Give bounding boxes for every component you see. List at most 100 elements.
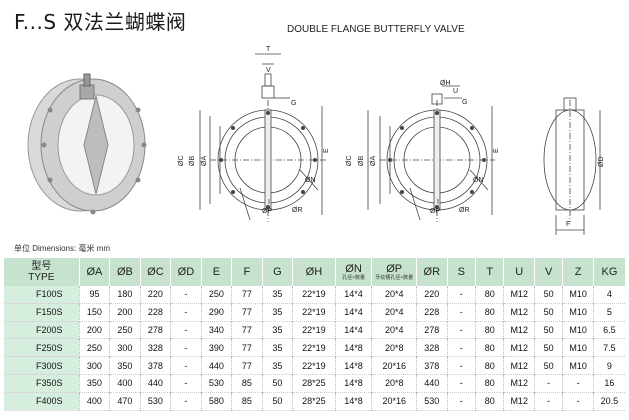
table-cell: 378 <box>416 356 448 375</box>
table-cell: 16 <box>604 378 615 389</box>
table-cell: 328 <box>140 338 172 357</box>
table-cell: 250 <box>79 338 111 357</box>
technical-drawings: T V G ØC ØB ØA E I ØP ØR ØN <box>0 40 629 240</box>
table-cell: M12 <box>503 321 535 339</box>
table-cell: 80 <box>475 338 505 357</box>
table-cell: 50 <box>534 321 564 339</box>
column-header-bottom: TYPE <box>28 272 55 283</box>
table-cell: - <box>447 321 477 339</box>
dim-label-b: ØB <box>189 156 196 166</box>
table-cell: 530 <box>140 392 172 411</box>
table-cell: M10 <box>562 338 594 357</box>
column-header: Z <box>562 258 594 286</box>
table-cell: 390 <box>201 338 233 357</box>
table-cell: 220 <box>140 286 172 304</box>
table-cell: 350 <box>79 374 111 393</box>
table-cell: 14*4 <box>335 321 373 339</box>
table-cell: - <box>534 392 564 411</box>
table-cell: 20*16 <box>371 392 418 411</box>
dim-label-u: U <box>453 88 458 95</box>
type-cell: F250S <box>4 338 80 357</box>
table-cell: 228 <box>140 303 172 322</box>
dim-label-g2: G <box>462 99 467 106</box>
drawings-svg: T V G ØC ØB ØA E I ØP ØR ØN <box>27 46 605 235</box>
table-cell: 35 <box>262 356 294 375</box>
table-cell: 470 <box>109 392 141 411</box>
column-header-label: ØD <box>177 265 195 278</box>
table-cell: 200 <box>109 303 141 322</box>
table-cell: 77 <box>231 286 263 304</box>
table-cell: 77 <box>231 303 263 322</box>
table-cell: 20*4 <box>371 321 418 339</box>
table-cell: 180 <box>109 286 141 304</box>
page-subtitle: DOUBLE FLANGE BUTTERFLY VALVE <box>287 24 465 35</box>
table-cell: - <box>534 374 564 393</box>
column-header-label: KG <box>601 265 618 278</box>
table-cell: 378 <box>140 356 172 375</box>
table-cell: 14*8 <box>335 374 373 393</box>
table-cell: 50 <box>262 374 294 393</box>
table-cell: 50 <box>534 356 564 375</box>
table-cell: 77 <box>231 356 263 375</box>
dim-label-e: E <box>323 148 330 153</box>
dim-label-e2: E <box>493 148 500 153</box>
column-header-label: E <box>212 265 221 278</box>
table-cell: 20*4 <box>371 303 418 322</box>
column-header: ØA <box>79 258 111 286</box>
column-header: E <box>201 258 233 286</box>
table-cell: - <box>170 303 202 322</box>
dim-label-n2: ØN <box>473 177 484 184</box>
table-cell: 350 <box>109 356 141 375</box>
table-cell: 200 <box>79 321 111 339</box>
type-cell: F200S <box>4 321 80 339</box>
table-cell: 50 <box>534 286 564 304</box>
type-cell: F150S <box>4 303 80 322</box>
column-header-label: ØH <box>305 265 323 278</box>
dim-label-b2: ØB <box>358 156 365 166</box>
dim-label-i2: I <box>437 199 439 206</box>
column-header-label: S <box>457 265 465 278</box>
table-cell: - <box>447 392 477 411</box>
dim-label-d: ØD <box>598 157 605 168</box>
table-cell: M12 <box>503 338 535 357</box>
column-header-label: ØC <box>147 265 164 278</box>
type-cell: F100S <box>4 286 80 304</box>
table-cell: 95 <box>79 286 111 304</box>
table-cell: 50 <box>262 392 294 411</box>
table-cell: 440 <box>140 374 172 393</box>
table-cell: 440 <box>416 374 448 393</box>
table-cell: 150 <box>79 303 111 322</box>
table-cell: M10 <box>562 356 594 375</box>
dim-label-r2: ØR <box>459 207 470 214</box>
table-cell: 35 <box>262 338 294 357</box>
table-cell: 50 <box>534 338 564 357</box>
dim-label-r: ØR <box>292 207 303 214</box>
table-cell: 22*19 <box>292 338 336 357</box>
column-header-label: F <box>243 265 251 278</box>
table-cell: 35 <box>262 321 294 339</box>
table-cell: 28*25 <box>292 392 336 411</box>
table-cell: 80 <box>475 303 505 322</box>
table-cell: 290 <box>201 303 233 322</box>
table-cell: 22*19 <box>292 286 336 304</box>
table-cell: 580 <box>201 392 233 411</box>
table-cell: 28*25 <box>292 374 336 393</box>
column-header-label: ØB <box>116 265 133 278</box>
page-title: F...S 双法兰蝴蝶阀 <box>14 10 187 34</box>
table-cell: M10 <box>562 321 594 339</box>
column-header-sub: 孔径×数量 <box>342 274 366 281</box>
column-header: ØD <box>170 258 202 286</box>
table-cell: 220 <box>416 286 448 304</box>
table-cell: - <box>170 374 202 393</box>
table-cell: - <box>562 374 594 393</box>
table-cell: 250 <box>201 286 233 304</box>
dim-label-t: T <box>266 46 271 53</box>
dim-label-p: ØP <box>262 208 272 215</box>
column-header: V <box>534 258 564 286</box>
